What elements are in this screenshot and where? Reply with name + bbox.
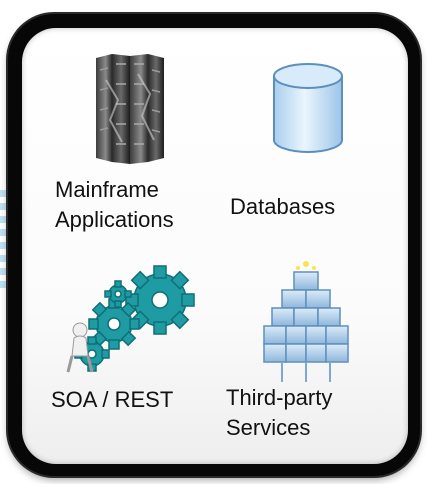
- databases-label: Databases: [230, 194, 336, 219]
- stripe: [0, 203, 14, 210]
- third-party-label-line1: Third-party: [226, 385, 333, 410]
- white-panel: [22, 28, 408, 464]
- stripe: [0, 216, 14, 223]
- gears-icon: [66, 265, 195, 373]
- third-party-label-line2: Services: [226, 415, 311, 440]
- stripe: [0, 190, 14, 197]
- stripe: [0, 281, 14, 288]
- stripe: [0, 229, 14, 236]
- mainframe-label-line2: Applications: [55, 207, 174, 232]
- stripe: [0, 255, 14, 262]
- stripe: [0, 242, 14, 249]
- stripe: [0, 268, 14, 275]
- database-icon: [273, 63, 343, 153]
- side-stripes: [0, 190, 14, 300]
- mainframe-label-line1: Mainframe: [55, 177, 159, 202]
- mainframe-icon: [96, 54, 164, 164]
- cube-pyramid-icon: [263, 261, 349, 382]
- soa-rest-label: SOA / REST: [51, 387, 174, 412]
